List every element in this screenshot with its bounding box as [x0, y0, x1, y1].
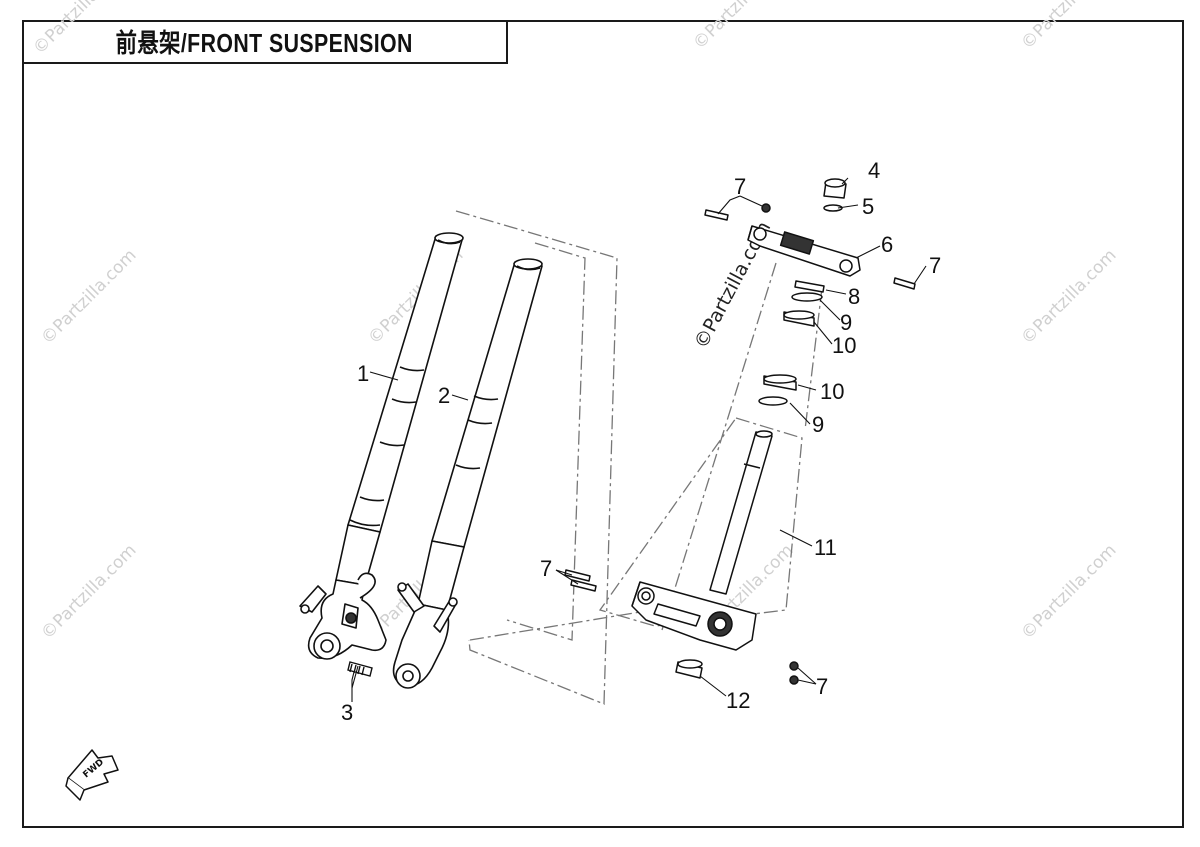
- outline-fork-2: [506, 242, 586, 641]
- callout-5: 5: [862, 194, 874, 219]
- callout-10-upper: 10: [832, 333, 856, 358]
- callout-10-lower: 10: [820, 379, 844, 404]
- callout-12: 12: [726, 688, 750, 713]
- leader-lines: [351, 177, 927, 702]
- fork-tube-1: [299, 232, 464, 660]
- watermark: ©Partzilla.com: [37, 245, 140, 348]
- callout-7-bottom: 7: [816, 674, 828, 699]
- watermark: ©Partzilla.com: [37, 540, 140, 643]
- leader-fork1-bot: [469, 611, 641, 641]
- callout-7-top: 7: [734, 174, 746, 199]
- watermark: ©Partzilla.com: [1017, 0, 1120, 54]
- page-title: 前悬架/FRONT SUSPENSION: [115, 27, 413, 58]
- drawing-frame: [22, 20, 1184, 828]
- watermark: ©Partzilla.com: [689, 0, 792, 54]
- steering-stem-11: [564, 430, 799, 685]
- watermark: ©Partzilla.com: [1017, 540, 1120, 643]
- leader-axis: [804, 287, 823, 431]
- leader-6: [661, 262, 777, 631]
- callout-3: 3: [341, 700, 353, 725]
- callout-labels: 1 2 3 4 5 6 7 7 7 7 8 9 9 10 10 11 12: [341, 158, 941, 725]
- axle-bolt-3: [347, 661, 373, 677]
- callout-9-lower: 9: [812, 412, 824, 437]
- callout-4: 4: [868, 158, 880, 183]
- watermark: ©Partzilla.com: [29, 0, 132, 59]
- callout-2: 2: [438, 383, 450, 408]
- watermark: ©Partzilla.com: [1017, 245, 1120, 348]
- callout-8: 8: [848, 284, 860, 309]
- steering-top: [704, 178, 916, 406]
- fwd-arrow-icon: FWD: [65, 749, 119, 801]
- callout-6: 6: [881, 232, 893, 257]
- callout-7-right: 7: [929, 253, 941, 278]
- callout-9-upper: 9: [840, 310, 852, 335]
- watermarks: ©Partzilla.com ©Partzilla.com ©Partzilla…: [29, 0, 1120, 644]
- outline-stem: [598, 417, 803, 627]
- outline-fork-1: [455, 210, 618, 705]
- callout-11: 11: [814, 535, 837, 560]
- title-box: 前悬架/FRONT SUSPENSION: [22, 20, 508, 64]
- callout-1: 1: [357, 361, 369, 386]
- callout-7-left: 7: [540, 556, 552, 581]
- fork-tube-2: [392, 258, 543, 689]
